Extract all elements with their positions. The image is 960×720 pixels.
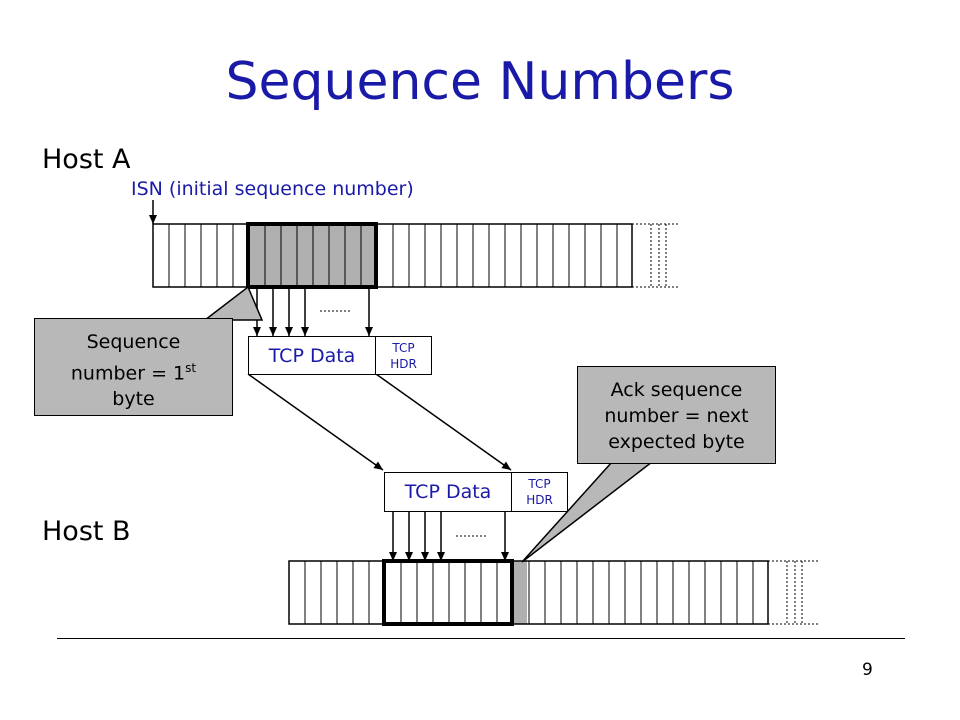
host-a-sent-bytes [248, 224, 376, 287]
page-number: 9 [862, 660, 873, 680]
ack-sequence-callout: Ack sequence number = next expected byte [577, 366, 776, 464]
seq-callout-line2-text: number = 1 [70, 362, 186, 385]
host-b-byte-cells [304, 561, 754, 624]
segment-to-host-b-arrows [389, 512, 509, 561]
ack-callout-line1: Ack sequence [610, 379, 743, 401]
segment-b-header-line1: TCP [528, 477, 551, 491]
seq-callout-line3: byte [112, 388, 155, 411]
host-a-segment-bytes [246, 222, 378, 289]
host-a-byte-stream [152, 222, 680, 289]
footer-divider [57, 638, 905, 639]
segment-a-header-line1: TCP [392, 340, 415, 355]
sequence-number-callout: Sequence number = 1st byte [34, 318, 233, 416]
segment-a-header-line2: HDR [390, 356, 417, 371]
host-b-label: Host B [42, 516, 131, 547]
host-b-byte-stream [288, 559, 818, 626]
ack-callout-line3: expected byte [608, 431, 745, 453]
ack-callout-line2: number = next [604, 405, 749, 427]
host-a-label: Host A [42, 144, 131, 175]
segment-b-data: TCP Data [384, 472, 512, 512]
seq-callout-superscript: st [185, 361, 197, 375]
segment-b-header-line2: HDR [526, 493, 553, 507]
segment-b-header: TCP HDR [511, 472, 568, 512]
seq-callout-line1: Sequence [86, 331, 181, 353]
host-a-byte-cells [168, 224, 618, 287]
segment-a-data: TCP Data [248, 336, 376, 375]
host-a-stream-continuation [632, 223, 680, 288]
isn-label: ISN (initial sequence number) [131, 178, 414, 200]
seq-callout-pointer [202, 285, 264, 321]
segment-a-header: TCP HDR [375, 336, 432, 375]
slide-title: Sequence Numbers [225, 52, 735, 112]
host-b-next-expected-byte [511, 561, 527, 624]
host-a-to-segment-arrows [253, 287, 373, 336]
host-b-stream-continuation [768, 560, 818, 625]
segment-transfer-arrows [247, 373, 512, 471]
host-b-received-bytes [382, 559, 514, 626]
seq-callout-line2: number = 1st [35, 355, 232, 386]
